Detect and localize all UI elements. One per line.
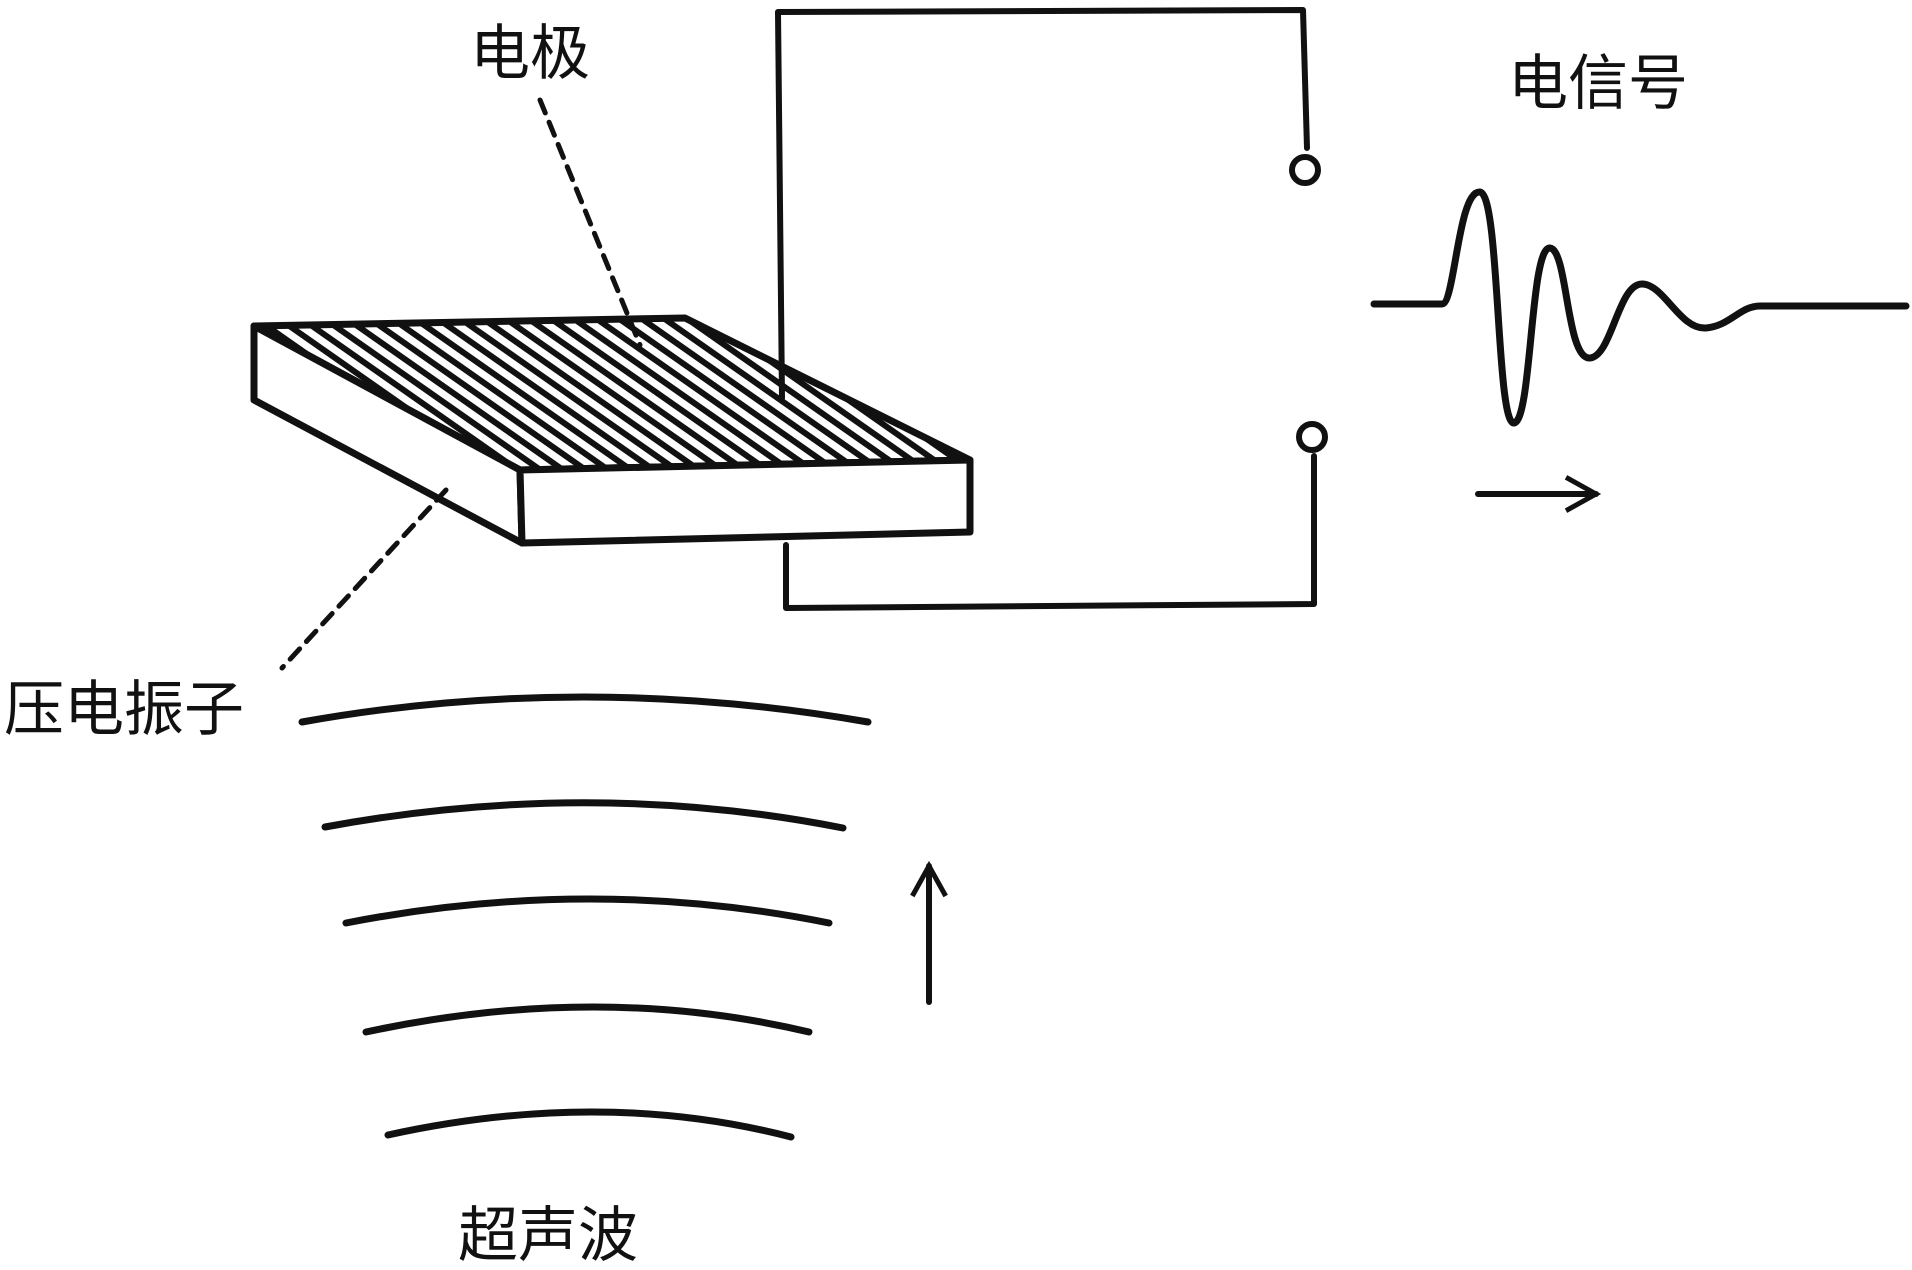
top-terminal bbox=[1289, 154, 1321, 186]
bottom-terminal bbox=[1296, 421, 1328, 453]
piezo-leader-line bbox=[279, 487, 449, 671]
top-wire bbox=[775, 7, 1310, 401]
ultrasonic-wave-label: 超声波 bbox=[458, 1201, 638, 1270]
wavefront bbox=[298, 693, 872, 726]
wavefront bbox=[321, 799, 847, 832]
wavefront bbox=[362, 1003, 813, 1036]
piezo-vibrator-label: 压电振子 bbox=[4, 675, 244, 745]
ultrasonic-wavefronts bbox=[298, 693, 872, 1141]
electrode-label: 电极 bbox=[470, 19, 590, 89]
wavefront bbox=[342, 895, 833, 927]
electric-signal-label: 电信号 bbox=[1508, 49, 1688, 119]
bottom-wire bbox=[783, 453, 1317, 611]
piezo-plate bbox=[250, 314, 974, 547]
wavefront bbox=[384, 1108, 795, 1141]
electric-signal-waveform bbox=[1370, 188, 1910, 427]
electrode-leader-line bbox=[537, 97, 643, 348]
plate-front-side bbox=[516, 456, 974, 547]
